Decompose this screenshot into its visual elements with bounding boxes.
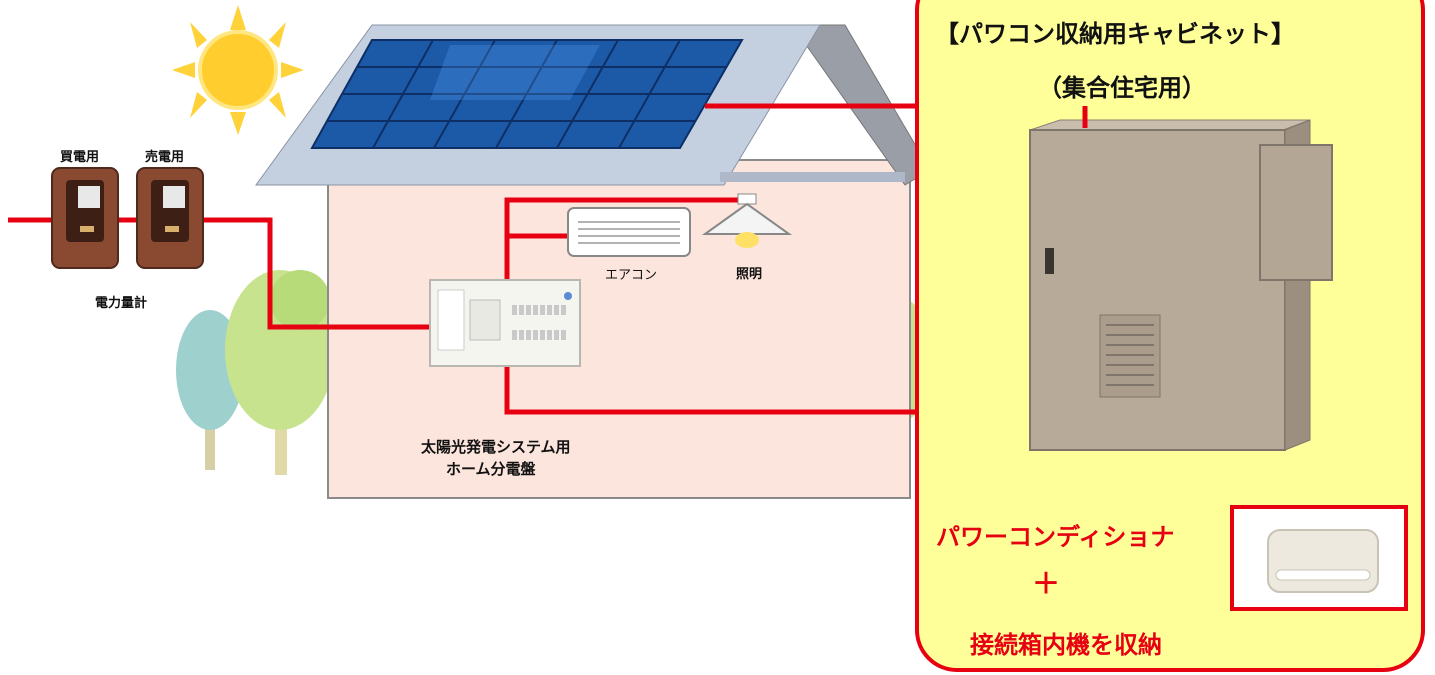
aircon-label: エアコン: [605, 268, 658, 283]
meter-sell: [136, 167, 204, 269]
cabinet-panel-subtitle: （集合住宅用）: [1038, 74, 1206, 102]
cabinet-panel-title: 【パワコン収納用キャビネット】: [935, 20, 1295, 48]
panel-caption-line2: ホーム分電盤: [446, 460, 536, 478]
desc-line2: 接続箱内機を収納: [970, 631, 1162, 659]
light-label: 照明: [736, 267, 763, 282]
meter-sell-label: 売電用: [145, 150, 185, 165]
sun-icon: [172, 5, 304, 135]
panel-caption-line1: 太陽光発電システム用: [421, 438, 571, 456]
power-conditioner-cabinet: [1029, 119, 1333, 451]
solar-panel: [310, 39, 744, 149]
desc-plus: ＋: [1032, 567, 1061, 600]
ceiling-light-icon: [701, 193, 793, 248]
power-conditioner-inset: [1230, 505, 1408, 611]
distribution-board: [429, 279, 581, 367]
meter-caption: 電力量計: [95, 296, 148, 311]
desc-line1: パワーコンディショナ: [936, 523, 1175, 551]
meter-buy: [51, 167, 119, 269]
meter-buy-label: 買電用: [60, 150, 100, 165]
air-conditioner-icon: [567, 207, 691, 257]
tree-icon: [176, 270, 335, 475]
